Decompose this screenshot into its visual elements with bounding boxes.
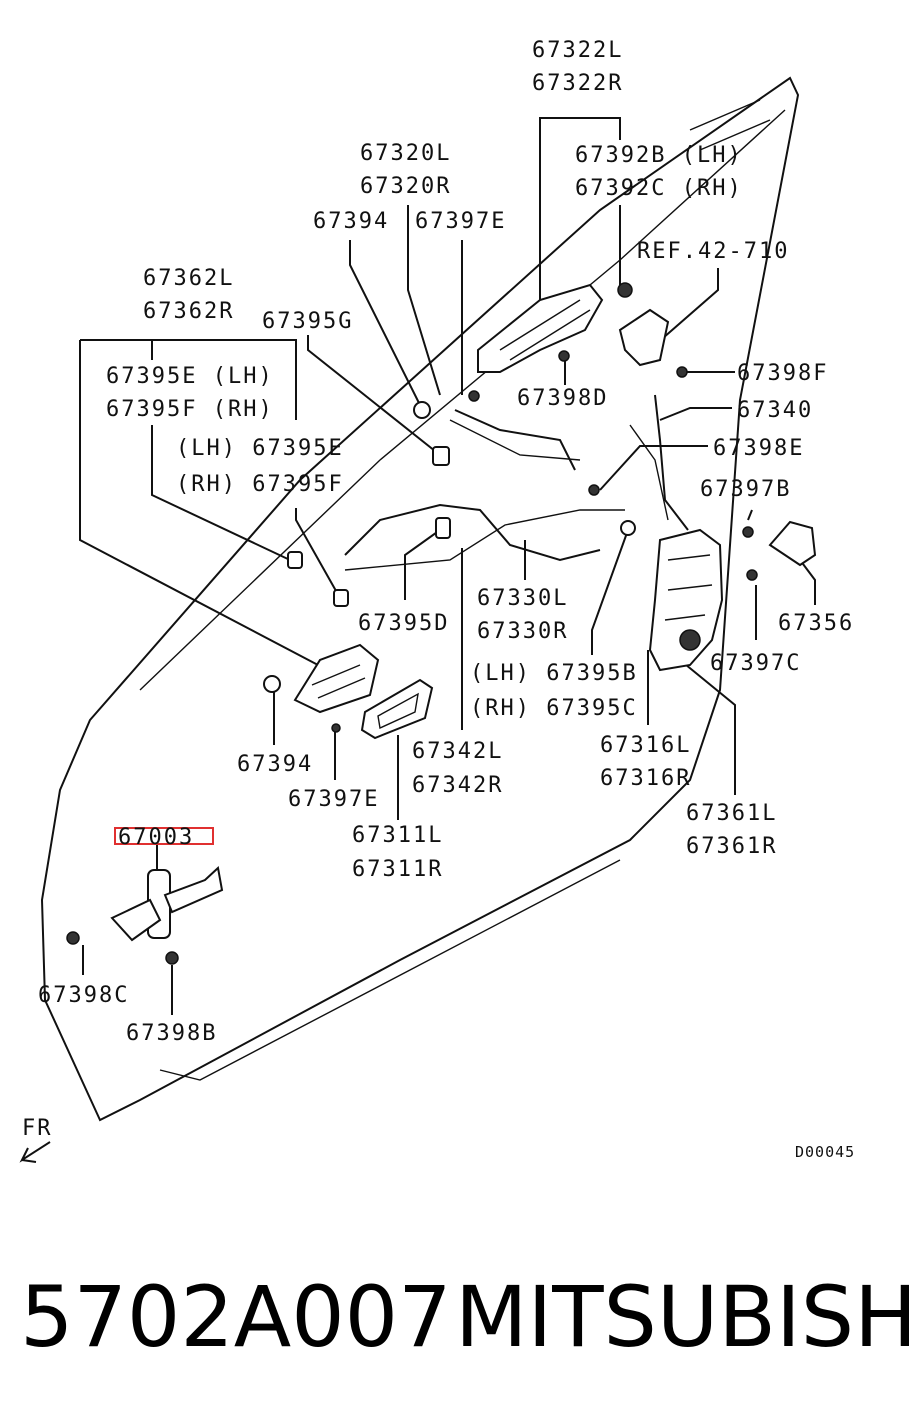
handle-escutcheon: [360, 678, 434, 740]
lock-rod: [454, 409, 576, 471]
cable-67330: [344, 503, 601, 562]
label-67397B: 67397B: [700, 477, 791, 502]
inside-handle: [293, 643, 380, 714]
door-latch: [648, 528, 724, 672]
label-67398D: 67398D: [517, 386, 608, 411]
label-67397C: 67397C: [710, 651, 801, 676]
clip-g: [432, 446, 450, 466]
part-number: 5702A007: [20, 1268, 452, 1366]
label-67398B: 67398B: [126, 1021, 217, 1046]
label-67361L: 67361L: [686, 801, 777, 826]
label-67316L: 67316L: [600, 733, 691, 758]
label-67361R: 67361R: [686, 834, 777, 859]
label-67342L: 67342L: [412, 739, 503, 764]
label-fr: FR: [22, 1116, 53, 1141]
label-67316R: 67316R: [600, 766, 691, 791]
label-67392C: 67392C (RH): [575, 176, 743, 201]
label-67398E: 67398E: [713, 436, 804, 461]
label-67330R: 67330R: [477, 619, 568, 644]
label-67362L: 67362L: [143, 266, 234, 291]
label-67392B: 67392B (LH): [575, 143, 743, 168]
front-arrow-icon: [19, 1141, 51, 1163]
label-67395B: (LH) 67395B: [470, 661, 638, 686]
label-67003: 67003: [118, 825, 194, 850]
label-67395G: 67395G: [262, 309, 353, 334]
label-67311L: 67311L: [352, 823, 443, 848]
striker: [768, 520, 817, 567]
label-67398F: 67398F: [737, 361, 828, 386]
label-67322L: 67322L: [532, 38, 623, 63]
label-67394-top: 67394: [313, 209, 389, 234]
label-67397E-bottom: 67397E: [288, 787, 379, 812]
label-67395E-b: (LH) 67395E: [176, 436, 344, 461]
label-67398C: 67398C: [38, 983, 129, 1008]
label-67340: 67340: [737, 398, 813, 423]
door-check-arm: [163, 866, 224, 914]
label-67356: 67356: [778, 611, 854, 636]
label-ref-42-710: REF.42-710: [637, 239, 789, 264]
label-67395F-b: (RH) 67395F: [176, 472, 344, 497]
label-67320R: 67320R: [360, 174, 451, 199]
label-67362R: 67362R: [143, 299, 234, 324]
label-67330L: 67330L: [477, 586, 568, 611]
label-67395C: (RH) 67395C: [470, 696, 638, 721]
parts: [19, 282, 817, 1163]
label-67394-bottom: 67394: [237, 752, 313, 777]
footer: 5702A007 MITSUBISHI: [0, 1262, 909, 1372]
brand-name: MITSUBISHI: [455, 1268, 909, 1366]
diagram-code: D00045: [795, 1143, 855, 1161]
handle-grommet: [617, 282, 633, 298]
part-labels: 67322L 67322R 67392B (LH) 67392C (RH) 67…: [22, 38, 855, 1161]
key-cylinder-rod: [618, 308, 670, 367]
clip-d: [435, 517, 451, 539]
outside-handle: [477, 283, 604, 373]
inside-handle-cap: [263, 675, 281, 693]
label-67342R: 67342R: [412, 773, 503, 798]
label-67397E-top: 67397E: [415, 209, 506, 234]
label-67320L: 67320L: [360, 141, 451, 166]
latch-rod: [654, 394, 689, 531]
leader-lines: [79, 117, 816, 1015]
label-67395F-rh: 67395F (RH): [106, 397, 274, 422]
clip-top: [413, 401, 431, 419]
label-67311R: 67311R: [352, 857, 443, 882]
label-67395E-lh: 67395E (LH): [106, 364, 274, 389]
label-67395D: 67395D: [358, 611, 449, 636]
label-67322R: 67322R: [532, 71, 623, 96]
highlight-box-67003: [114, 827, 214, 845]
